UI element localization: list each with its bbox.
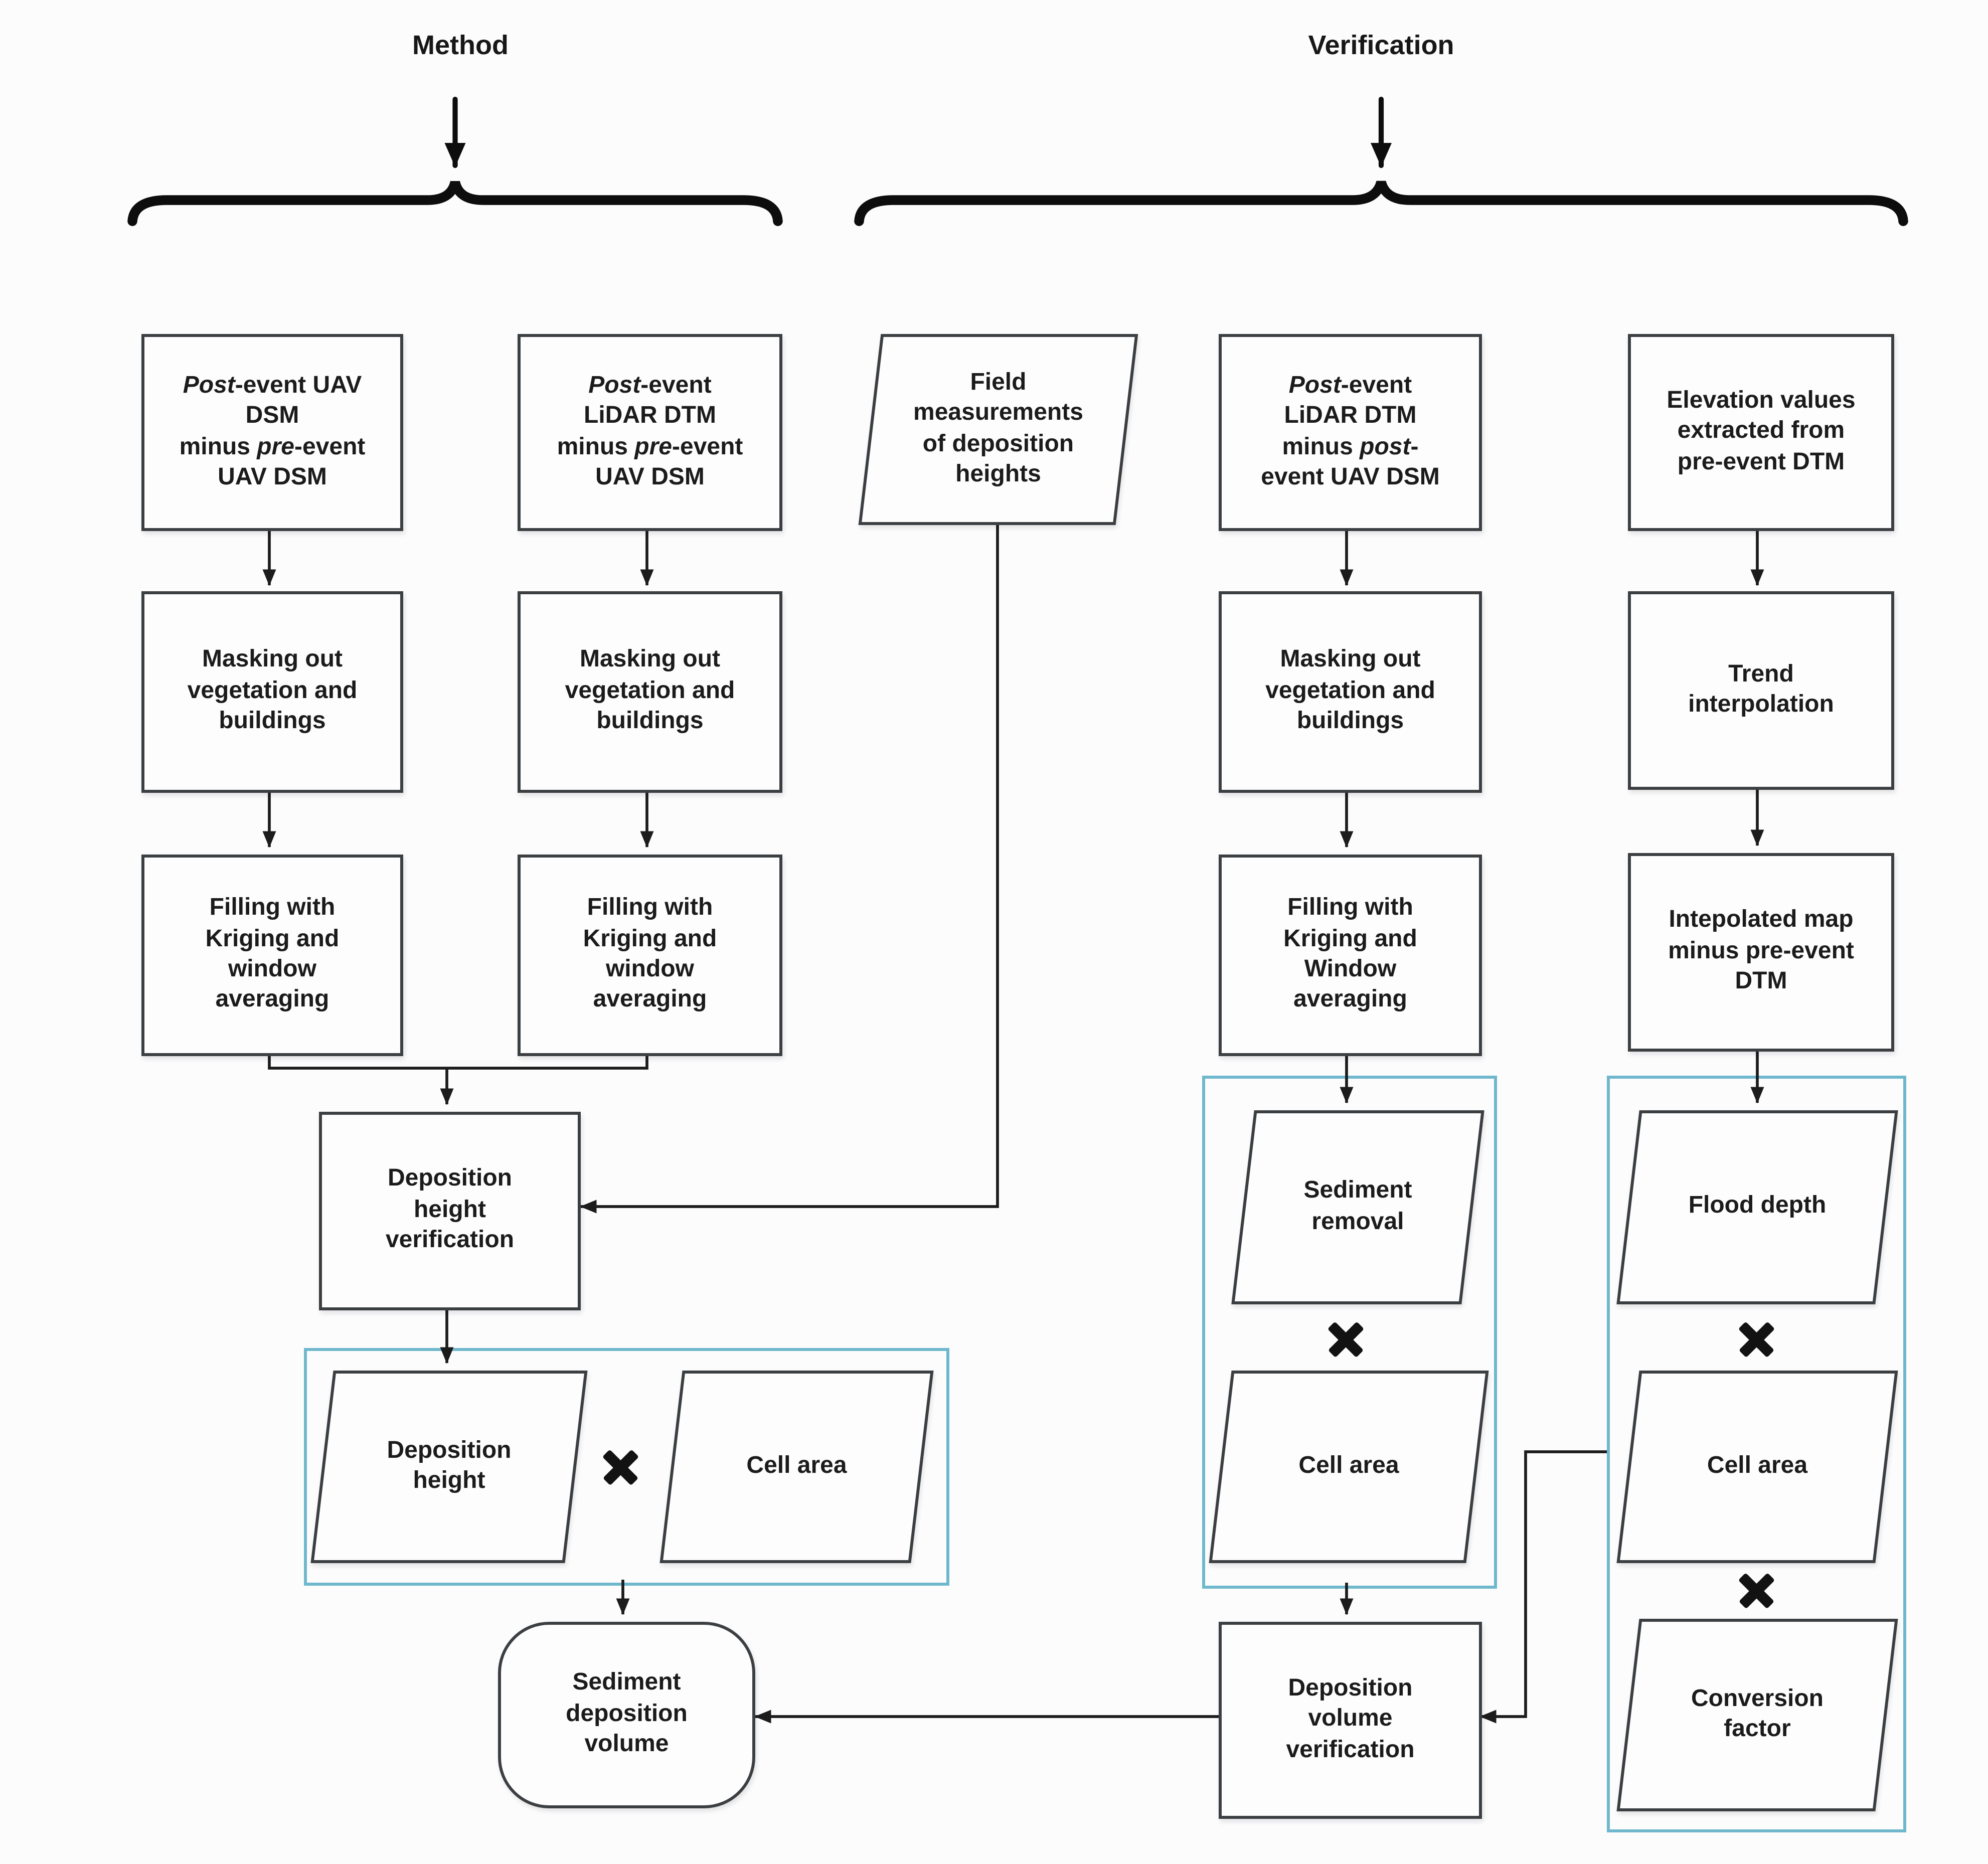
node-label: Conversion factor: [1691, 1685, 1824, 1742]
multiply-icon: [1738, 1571, 1775, 1608]
node-filling-1: Filling with Kriging and window averagin…: [141, 855, 403, 1056]
node-filling-2: Filling with Kriging and window averagin…: [518, 855, 782, 1056]
node-label: Field measurements of deposition heights: [913, 369, 1083, 487]
node-label: Filling with Kriging and window averagin…: [583, 895, 717, 1013]
method-output-group: [304, 1348, 949, 1586]
node-label: Deposition volume verification: [1286, 1675, 1415, 1763]
node-cell-area-flood: Cell area: [1616, 1371, 1898, 1563]
node-label: Intepolated map minus pre-event DTM: [1668, 907, 1854, 995]
node-deposition-volume-verification: Deposition volume verification: [1219, 1622, 1482, 1819]
node-deposition-height: Deposition height: [310, 1371, 588, 1563]
node-elevation-values: Elevation values extracted from pre-even…: [1628, 334, 1894, 531]
node-conversion-factor: Conversion factor: [1616, 1619, 1898, 1811]
node-label: Filling with Kriging and Window averagin…: [1283, 895, 1417, 1013]
node-label: Post-event UAV DSM minus pre-event UAV D…: [179, 372, 366, 490]
node-masking-3: Masking out vegetation and buildings: [1219, 591, 1482, 793]
node-label: Deposition height: [387, 1437, 512, 1494]
node-flood-depth: Flood depth: [1616, 1110, 1898, 1304]
node-filling-3: Filling with Kriging and Window averagin…: [1219, 855, 1482, 1056]
node-label: Flood depth: [1688, 1193, 1827, 1219]
node-cell-area-verification: Cell area: [1209, 1371, 1489, 1563]
node-label: Cell area: [1298, 1453, 1399, 1479]
verification-section-label: Verification: [1308, 30, 1454, 60]
node-masking-1: Masking out vegetation and buildings: [141, 591, 403, 793]
node-label: Cell area: [746, 1453, 847, 1479]
node-deposition-height-verification: Deposition height verification: [319, 1112, 581, 1310]
node-masking-2: Masking out vegetation and buildings: [518, 591, 782, 793]
node-label: Trend interpolation: [1688, 661, 1834, 718]
node-label: Filling with Kriging and window averagin…: [205, 895, 340, 1013]
node-post-lidar-post: Post-event LiDAR DTM minus post- event U…: [1219, 334, 1482, 531]
method-section-label: Method: [412, 30, 509, 60]
node-label: Masking out vegetation and buildings: [1265, 647, 1435, 735]
verification-columns-brace-icon: [854, 181, 1908, 226]
node-post-lidar-pre: Post-event LiDAR DTM minus pre-event UAV…: [518, 334, 782, 531]
multiply-icon: [1327, 1319, 1365, 1357]
node-sediment-deposition-volume: Sediment deposition volume: [498, 1622, 755, 1808]
verification-removal-group: [1202, 1076, 1497, 1589]
node-post-uav-dsm: Post-event UAV DSM minus pre-event UAV D…: [141, 334, 403, 531]
node-cell-area-method: Cell area: [659, 1371, 934, 1563]
field-measurements-connector: [580, 525, 999, 1214]
node-sediment-removal: Sediment removal: [1231, 1110, 1484, 1304]
node-label: Sediment deposition volume: [566, 1670, 688, 1758]
node-label: Post-event LiDAR DTM minus pre-event UAV…: [557, 372, 743, 490]
node-label: Masking out vegetation and buildings: [565, 647, 735, 735]
node-trend-interpolation: Trend interpolation: [1628, 591, 1894, 790]
multiply-icon: [602, 1447, 639, 1485]
node-label: Masking out vegetation and buildings: [187, 647, 358, 735]
node-field-measurements: Field measurements of deposition heights: [858, 334, 1138, 525]
node-label: Post-event LiDAR DTM minus post- event U…: [1261, 372, 1440, 490]
node-label: Deposition height verification: [385, 1166, 515, 1254]
node-label: Cell area: [1707, 1453, 1808, 1479]
node-label: Elevation values extracted from pre-even…: [1667, 388, 1856, 475]
flood-group-volume-connector: [1479, 1450, 1607, 1724]
node-label: Sediment removal: [1303, 1178, 1412, 1235]
node-interpolated-map: Intepolated map minus pre-event DTM: [1628, 853, 1894, 1052]
merge-connector: [268, 1050, 648, 1070]
method-columns-brace-icon: [127, 181, 783, 226]
multiply-icon: [1738, 1319, 1775, 1357]
